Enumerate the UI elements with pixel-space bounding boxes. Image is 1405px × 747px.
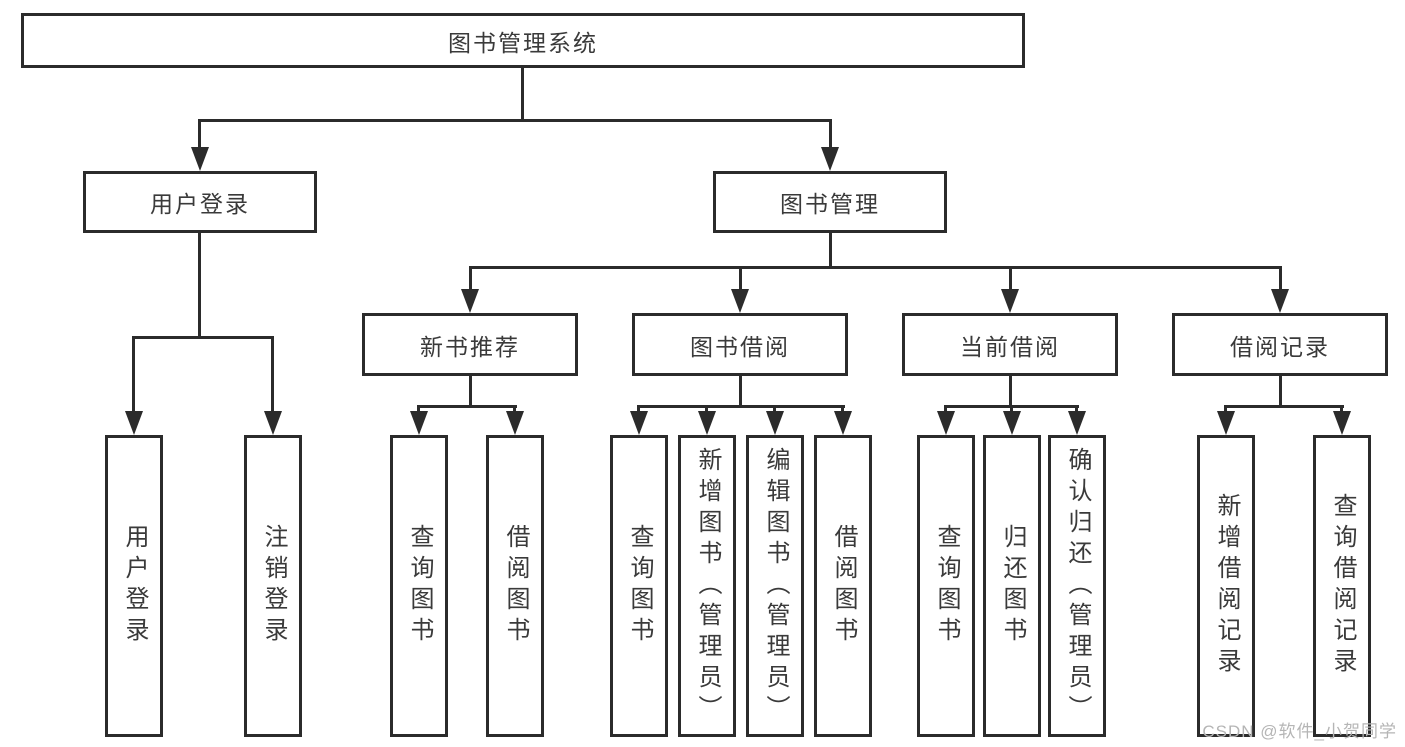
- arrow-down-icon: [630, 411, 648, 435]
- connector-stub: [1279, 375, 1282, 408]
- node-new-book-recommend: 新书推荐: [362, 313, 578, 376]
- arrow-down-icon: [698, 411, 716, 435]
- connector-hbar: [469, 266, 1281, 269]
- arrow-down-icon: [1271, 289, 1289, 313]
- node-book-borrow: 图书借阅: [632, 313, 848, 376]
- leaf-add-borrow-record: 新增借阅记录: [1197, 435, 1255, 737]
- arrow-down-icon: [821, 147, 839, 171]
- connector-stub: [829, 232, 832, 269]
- connector-root-hbar: [198, 119, 832, 122]
- leaf-query-book-b: 查询图书: [610, 435, 668, 737]
- arrow-down-icon: [937, 411, 955, 435]
- connector-hbar: [132, 336, 274, 339]
- leaf-confirm-return-admin: 确认归还（管理员）: [1048, 435, 1106, 737]
- arrow-down-icon: [191, 147, 209, 171]
- connector-stub: [469, 375, 472, 408]
- arrow-down-icon: [264, 411, 282, 435]
- arrow-down-icon: [125, 411, 143, 435]
- connector-stem: [739, 266, 742, 292]
- leaf-add-book-admin: 新增图书（管理员）: [678, 435, 736, 737]
- arrow-down-icon: [1001, 289, 1019, 313]
- connector-stub: [198, 232, 201, 339]
- connector-hbar: [1224, 405, 1344, 408]
- connector-hbar: [417, 405, 517, 408]
- arrow-down-icon: [834, 411, 852, 435]
- arrow-down-icon: [506, 411, 524, 435]
- node-user-login: 用户登录: [83, 171, 317, 233]
- leaf-logout: 注销登录: [244, 435, 302, 737]
- leaf-edit-book-admin: 编辑图书（管理员）: [746, 435, 804, 737]
- connector-hbar: [637, 405, 845, 408]
- connector-stem: [1279, 266, 1282, 292]
- arrow-down-icon: [1217, 411, 1235, 435]
- connector-stub: [1009, 375, 1012, 408]
- arrow-down-icon: [410, 411, 428, 435]
- watermark: CSDN @软件_小贺同学: [1202, 722, 1397, 741]
- leaf-return-book: 归还图书: [983, 435, 1041, 737]
- connector-stem: [271, 336, 274, 416]
- leaf-query-book-c: 查询图书: [917, 435, 975, 737]
- leaf-query-borrow-record: 查询借阅记录: [1313, 435, 1371, 737]
- connector-stem: [829, 119, 832, 151]
- node-book-management: 图书管理: [713, 171, 947, 233]
- connector-stub: [739, 375, 742, 408]
- leaf-query-book-a: 查询图书: [390, 435, 448, 737]
- connector-stem: [469, 266, 472, 292]
- leaf-user-login: 用户登录: [105, 435, 163, 737]
- arrow-down-icon: [1003, 411, 1021, 435]
- connector-stem: [1009, 266, 1012, 292]
- arrow-down-icon: [1333, 411, 1351, 435]
- node-borrow-record: 借阅记录: [1172, 313, 1388, 376]
- connector-stem: [198, 119, 201, 151]
- arrow-down-icon: [731, 289, 749, 313]
- node-library-system: 图书管理系统: [21, 13, 1025, 68]
- connector-root-stub: [521, 66, 524, 122]
- leaf-borrow-book-a: 借阅图书: [486, 435, 544, 737]
- arrow-down-icon: [1068, 411, 1086, 435]
- arrow-down-icon: [766, 411, 784, 435]
- connector-stem: [132, 336, 135, 416]
- arrow-down-icon: [461, 289, 479, 313]
- node-current-borrow: 当前借阅: [902, 313, 1118, 376]
- leaf-borrow-book-b: 借阅图书: [814, 435, 872, 737]
